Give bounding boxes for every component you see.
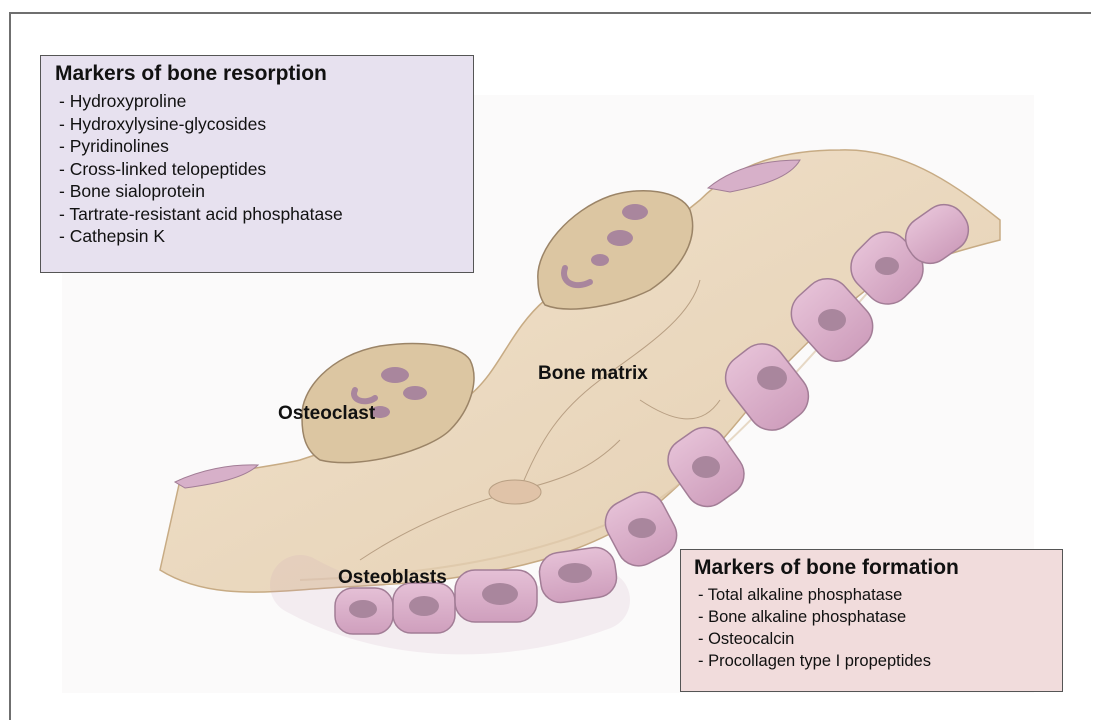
formation-title: Markers of bone formation: [694, 556, 1049, 580]
list-item: - Cross-linked telopeptides: [59, 158, 459, 181]
formation-marker-list: - Total alkaline phosphatase - Bone alka…: [694, 584, 1049, 672]
osteoclast-label: Osteoclast: [278, 403, 375, 425]
list-item: - Pyridinolines: [59, 135, 459, 158]
osteoblast-cell: [335, 588, 393, 634]
list-item: - Total alkaline phosphatase: [698, 584, 1049, 606]
list-item: - Bone sialoprotein: [59, 180, 459, 203]
bone-matrix-label: Bone matrix: [538, 363, 648, 385]
list-item: - Cathepsin K: [59, 225, 459, 248]
osteocyte: [489, 480, 541, 504]
osteoblast-cell: [455, 570, 537, 622]
resorption-marker-list: - Hydroxyproline - Hydroxylysine-glycosi…: [55, 90, 459, 248]
list-item: - Tartrate-resistant acid phosphatase: [59, 203, 459, 226]
list-item: - Osteocalcin: [698, 628, 1049, 650]
osteoblast-cell: [393, 583, 455, 633]
list-item: - Procollagen type I propeptides: [698, 650, 1049, 672]
list-item: - Hydroxyproline: [59, 90, 459, 113]
list-item: - Hydroxylysine-glycosides: [59, 113, 459, 136]
list-item: - Bone alkaline phosphatase: [698, 606, 1049, 628]
bone-resorption-markers-box: Markers of bone resorption - Hydroxyprol…: [40, 55, 474, 273]
resorption-title: Markers of bone resorption: [55, 62, 459, 86]
bone-formation-markers-box: Markers of bone formation - Total alkali…: [680, 549, 1063, 692]
osteoblasts-label: Osteoblasts: [338, 567, 447, 589]
